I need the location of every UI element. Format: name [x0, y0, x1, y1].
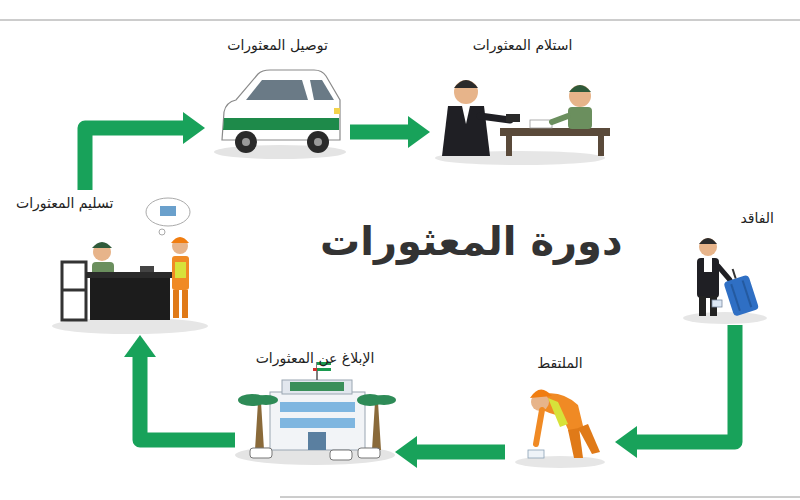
- stage-label: الملتقط: [511, 354, 609, 372]
- receiving-scene: [435, 80, 610, 165]
- rule-line: [0, 20, 800, 21]
- flow-arrow: [140, 356, 235, 440]
- stage-label: الفاقد: [676, 209, 774, 227]
- rule-line: [280, 497, 800, 498]
- stage-node: استلام المعثورات: [430, 32, 615, 165]
- police-station: [235, 362, 396, 465]
- flow-arrow: [636, 325, 735, 442]
- handover-desk: [52, 198, 208, 334]
- flow-arrow: [85, 128, 184, 190]
- stage-node: الملتقط: [505, 350, 615, 475]
- stage-label: توصيل المعثورات: [211, 36, 344, 54]
- flow-arrow: [416, 445, 505, 460]
- finder-figure: [515, 389, 605, 468]
- stage-node: تسليم المعثورات: [10, 190, 210, 335]
- flow-arrow: [350, 125, 409, 140]
- stage-label: تسليم المعثورات: [16, 194, 204, 212]
- diagram-title: دورة المعثورات: [320, 218, 622, 264]
- police-car: [214, 70, 346, 159]
- stage-node: توصيل المعثورات: [205, 32, 350, 160]
- stage-label: الإبلاغ عن المعثورات: [241, 349, 389, 367]
- loser-figure: [683, 238, 767, 324]
- stage-label: استلام المعثورات: [436, 36, 609, 54]
- stage-node: الإبلاغ عن المعثورات: [235, 345, 395, 470]
- stage-node: الفاقد: [670, 205, 780, 325]
